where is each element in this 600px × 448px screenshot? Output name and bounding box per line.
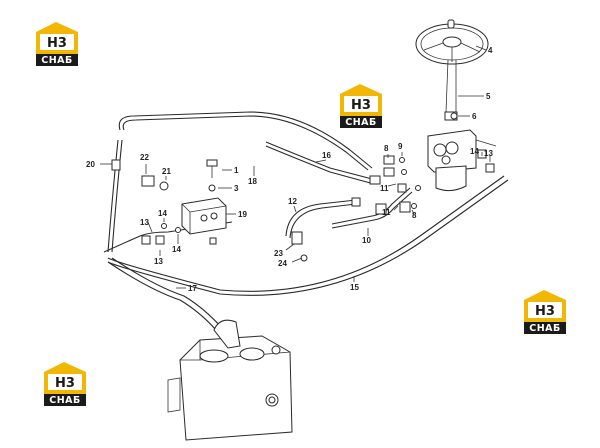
callout-19: 19 bbox=[238, 210, 247, 219]
callout-16: 16 bbox=[322, 151, 331, 160]
watermark-logo-right: H3 СНАБ bbox=[524, 290, 566, 334]
callout-8a: 8 bbox=[384, 144, 389, 153]
callout-3: 3 bbox=[234, 184, 239, 193]
callout-12: 12 bbox=[288, 197, 297, 206]
watermark-logo-center: H3 СНАБ bbox=[340, 84, 382, 128]
watermark-logo-top-left: H3 СНАБ bbox=[36, 22, 78, 66]
hose-16 bbox=[265, 141, 377, 181]
bolt-1 bbox=[206, 159, 218, 192]
callout-23: 23 bbox=[274, 249, 283, 258]
callout-5: 5 bbox=[486, 92, 491, 101]
callout-10: 10 bbox=[362, 236, 371, 245]
hose-18 bbox=[118, 111, 373, 169]
callout-13c: 13 bbox=[154, 257, 163, 266]
callout-14c: 14 bbox=[172, 245, 181, 254]
callout-1: 1 bbox=[234, 166, 239, 175]
hose-17 bbox=[103, 221, 233, 253]
logo-word-text: СНАБ bbox=[41, 55, 73, 66]
logo-word-text: СНАБ bbox=[529, 323, 561, 334]
logo-h3-text: H3 bbox=[55, 376, 75, 391]
logo-h3-text: H3 bbox=[535, 304, 555, 319]
logo-h3-text: H3 bbox=[47, 36, 67, 51]
logo-word-text: СНАБ bbox=[345, 117, 377, 128]
steering-valve bbox=[427, 129, 497, 192]
callout-11b: 11 bbox=[382, 208, 391, 217]
callout-22: 22 bbox=[140, 153, 149, 162]
valve-block-19 bbox=[181, 197, 227, 245]
callout-13a: 13 bbox=[484, 149, 493, 158]
callout-18: 18 bbox=[248, 177, 257, 186]
watermark-logo-bottom-left: H3 СНАБ bbox=[44, 362, 86, 406]
callout-14b: 14 bbox=[158, 209, 167, 218]
callout-6: 6 bbox=[472, 112, 477, 121]
callout-20: 20 bbox=[86, 160, 95, 169]
callout-15: 15 bbox=[350, 283, 359, 292]
callout-4: 4 bbox=[488, 46, 493, 55]
logo-h3-text: H3 bbox=[351, 98, 371, 113]
leader-4 bbox=[475, 45, 487, 51]
steering-wheel bbox=[415, 19, 489, 121]
callout-8b: 8 bbox=[412, 211, 417, 220]
hose-12 bbox=[285, 199, 357, 237]
callout-17: 17 bbox=[188, 284, 197, 293]
logo-word-text: СНАБ bbox=[49, 395, 81, 406]
callout-14a: 14 bbox=[470, 147, 479, 156]
callout-13b: 13 bbox=[140, 218, 149, 227]
callout-21: 21 bbox=[162, 167, 171, 176]
callout-11a: 11 bbox=[380, 184, 389, 193]
hose-15 bbox=[107, 175, 505, 292]
oil-tank bbox=[167, 319, 293, 441]
callout-24: 24 bbox=[278, 259, 287, 268]
callout-9: 9 bbox=[398, 142, 403, 151]
